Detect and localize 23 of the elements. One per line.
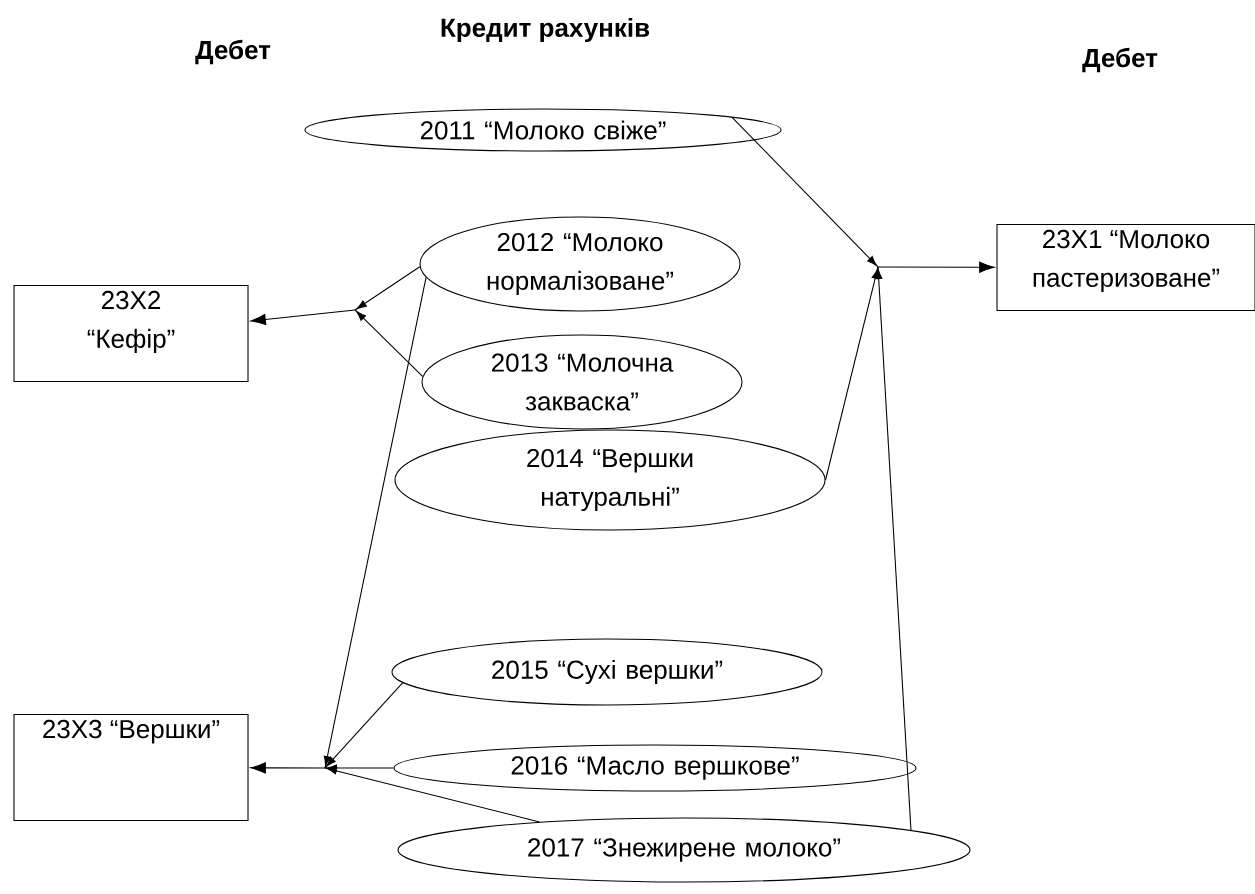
account-box: 23X1 “Молоко пастеризоване” [996, 224, 1255, 312]
arrow [354, 309, 424, 377]
account-box: 23X3 “Вершки” [13, 714, 249, 822]
arrow [250, 309, 356, 326]
column-heading: Кредит рахунків [441, 17, 650, 43]
column-heading: Дебет [1082, 47, 1158, 73]
ellipse-node: 2017 “Знежирене молоко” [397, 817, 971, 883]
column-heading: Дебет [195, 39, 271, 65]
arrow [324, 767, 541, 823]
arrow [731, 116, 879, 268]
ellipse-node: 2012 “Молоко нормалізоване” [419, 216, 741, 312]
ellipse-node: 2015 “Сухі вершки” [391, 638, 823, 706]
ellipse-node: 2016 “Масло вершкове” [393, 744, 917, 792]
ellipse-node: 2011 “Молоко свіже” [304, 108, 782, 152]
arrow [250, 762, 326, 774]
ellipse-node: 2014 “Вершки натуральні” [394, 429, 826, 531]
ellipse-node: 2013 “Молочна закваска” [421, 334, 743, 430]
arrow [354, 266, 421, 311]
account-box: 23X2 “Кефір” [13, 285, 249, 383]
arrow [875, 266, 912, 831]
arrow [323, 276, 427, 769]
arrow [877, 261, 995, 273]
arrow [324, 682, 404, 769]
